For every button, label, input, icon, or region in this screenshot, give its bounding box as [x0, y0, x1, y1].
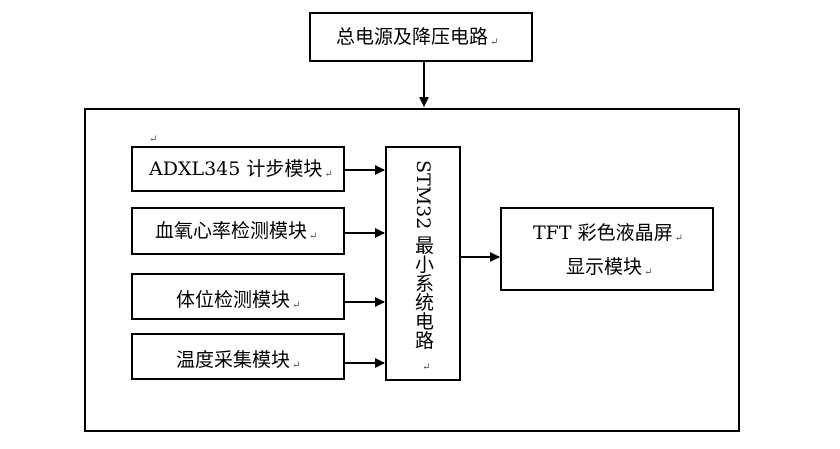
module-label-posture: 体位检测模块↵ [176, 291, 300, 311]
return-mark: ↵ [324, 169, 333, 180]
display-label-text: TFT 彩色液晶屏 [533, 222, 673, 244]
module-label-text: 血氧心率检测模块 [155, 220, 308, 242]
return-mark: ↵ [292, 300, 301, 311]
module-label-adxl345: ADXL345 计步模块↵ [149, 160, 333, 180]
module-label-text: ADXL345 计步模块 [149, 158, 323, 180]
module-label-text: 体位检测模块 [176, 289, 291, 311]
power-label: 总电源及降压电路↵ [336, 28, 498, 48]
module-box-spo2-heart-rate [131, 207, 345, 255]
module-box-posture [131, 273, 345, 320]
power-box [309, 12, 533, 62]
return-mark: ↵ [674, 233, 683, 244]
return-mark: ↵ [309, 231, 318, 242]
module-label-temperature: 温度采集模块↵ [176, 351, 300, 371]
return-mark: ↵ [292, 360, 301, 371]
display-label-line2: 显示模块↵ [566, 258, 652, 278]
mcu-box [385, 146, 461, 381]
module-label-spo2-heart-rate: 血氧心率检测模块↵ [155, 222, 317, 242]
module-box-temperature [131, 333, 345, 380]
return-mark: ↵ [422, 362, 431, 373]
mcu-label-text: STM32 最小系统电路 [412, 160, 434, 350]
display-label-text: 显示模块 [566, 256, 643, 278]
module-box-adxl345 [131, 146, 345, 192]
return-mark: ↵ [149, 134, 158, 145]
display-label-line1: TFT 彩色液晶屏↵ [533, 224, 683, 244]
mcu-label: STM32 最小系统电路 [412, 160, 434, 350]
return-mark: ↵ [644, 267, 653, 278]
module-label-text: 温度采集模块 [176, 349, 291, 371]
power-label-text: 总电源及降压电路 [336, 26, 489, 48]
return-mark: ↵ [490, 37, 499, 48]
display-box [500, 207, 714, 291]
